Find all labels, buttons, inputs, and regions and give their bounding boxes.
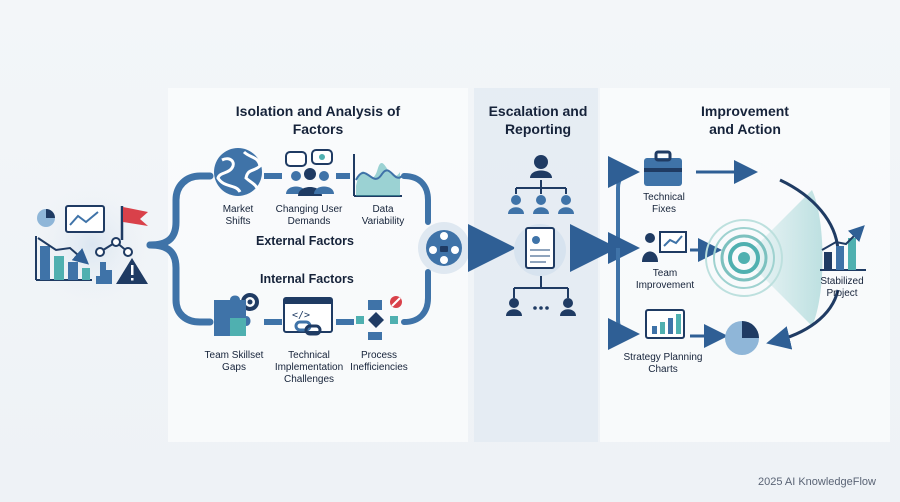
label-technical-implementation-challenges: Technical Implementation Challenges [274, 350, 344, 385]
improvement-title: Improvement and Action [701, 103, 789, 137]
strategy-chart-icon [645, 309, 685, 339]
strategy-pie-icon [725, 321, 759, 355]
puzzle-gear-icon [214, 293, 259, 336]
internal-connectors [264, 269, 431, 325]
label-strategy-planning-charts: Strategy Planning Charts [623, 352, 703, 375]
label-market-shifts: Market Shifts [222, 204, 254, 227]
action-branches [607, 156, 640, 350]
label-changing-user-demands: Changing User Demands [275, 204, 343, 227]
internal-factors-heading: Internal Factors [260, 272, 354, 286]
label-technical-fixes: Technical Fixes [643, 192, 685, 215]
presentation-icon [642, 231, 687, 262]
node-graph-icon [95, 237, 133, 257]
external-connectors [264, 173, 431, 225]
user-group-icon [285, 149, 334, 196]
label-team-skillset-gaps: Team Skillset Gaps [204, 350, 264, 373]
dashboard-icon [65, 205, 105, 233]
branch-brace [146, 172, 214, 326]
team-hub-icon [418, 222, 470, 274]
isolation-panel [168, 88, 468, 442]
svg-text:</>: </> [292, 310, 310, 321]
toolbox-icon [644, 150, 682, 186]
process-flowchart-icon [356, 296, 402, 340]
label-stabilized-project: Stabilized Project [820, 276, 864, 299]
pie-chart-icon [37, 209, 55, 227]
label-process-inefficiencies: Process Inefficiencies [350, 350, 408, 373]
org-chart-bottom-icon [506, 276, 576, 316]
red-flag-icon [120, 206, 148, 240]
escalation-title: Escalation and Reporting [488, 103, 588, 137]
cursor-hand-icon [96, 262, 112, 284]
label-data-variability: Data Variability [361, 204, 405, 227]
footer-credit: 2025 AI KnowledgeFlow [757, 476, 876, 488]
org-chart-top-icon [508, 155, 574, 214]
warning-icon [116, 258, 148, 284]
report-document-icon [514, 224, 566, 276]
declining-bar-chart-icon [35, 236, 92, 281]
globe-icon [214, 148, 262, 196]
data-variability-icon [353, 154, 403, 197]
label-team-improvement: Team Improvement [635, 268, 695, 291]
target-rings-icon [705, 190, 823, 326]
problem-cluster [30, 183, 154, 307]
external-factors-heading: External Factors [256, 234, 354, 248]
isolation-title: Isolation and Analysis of Factors [235, 103, 401, 137]
stabilized-chart-icon [820, 225, 866, 271]
code-chain-icon: </> [283, 297, 333, 336]
